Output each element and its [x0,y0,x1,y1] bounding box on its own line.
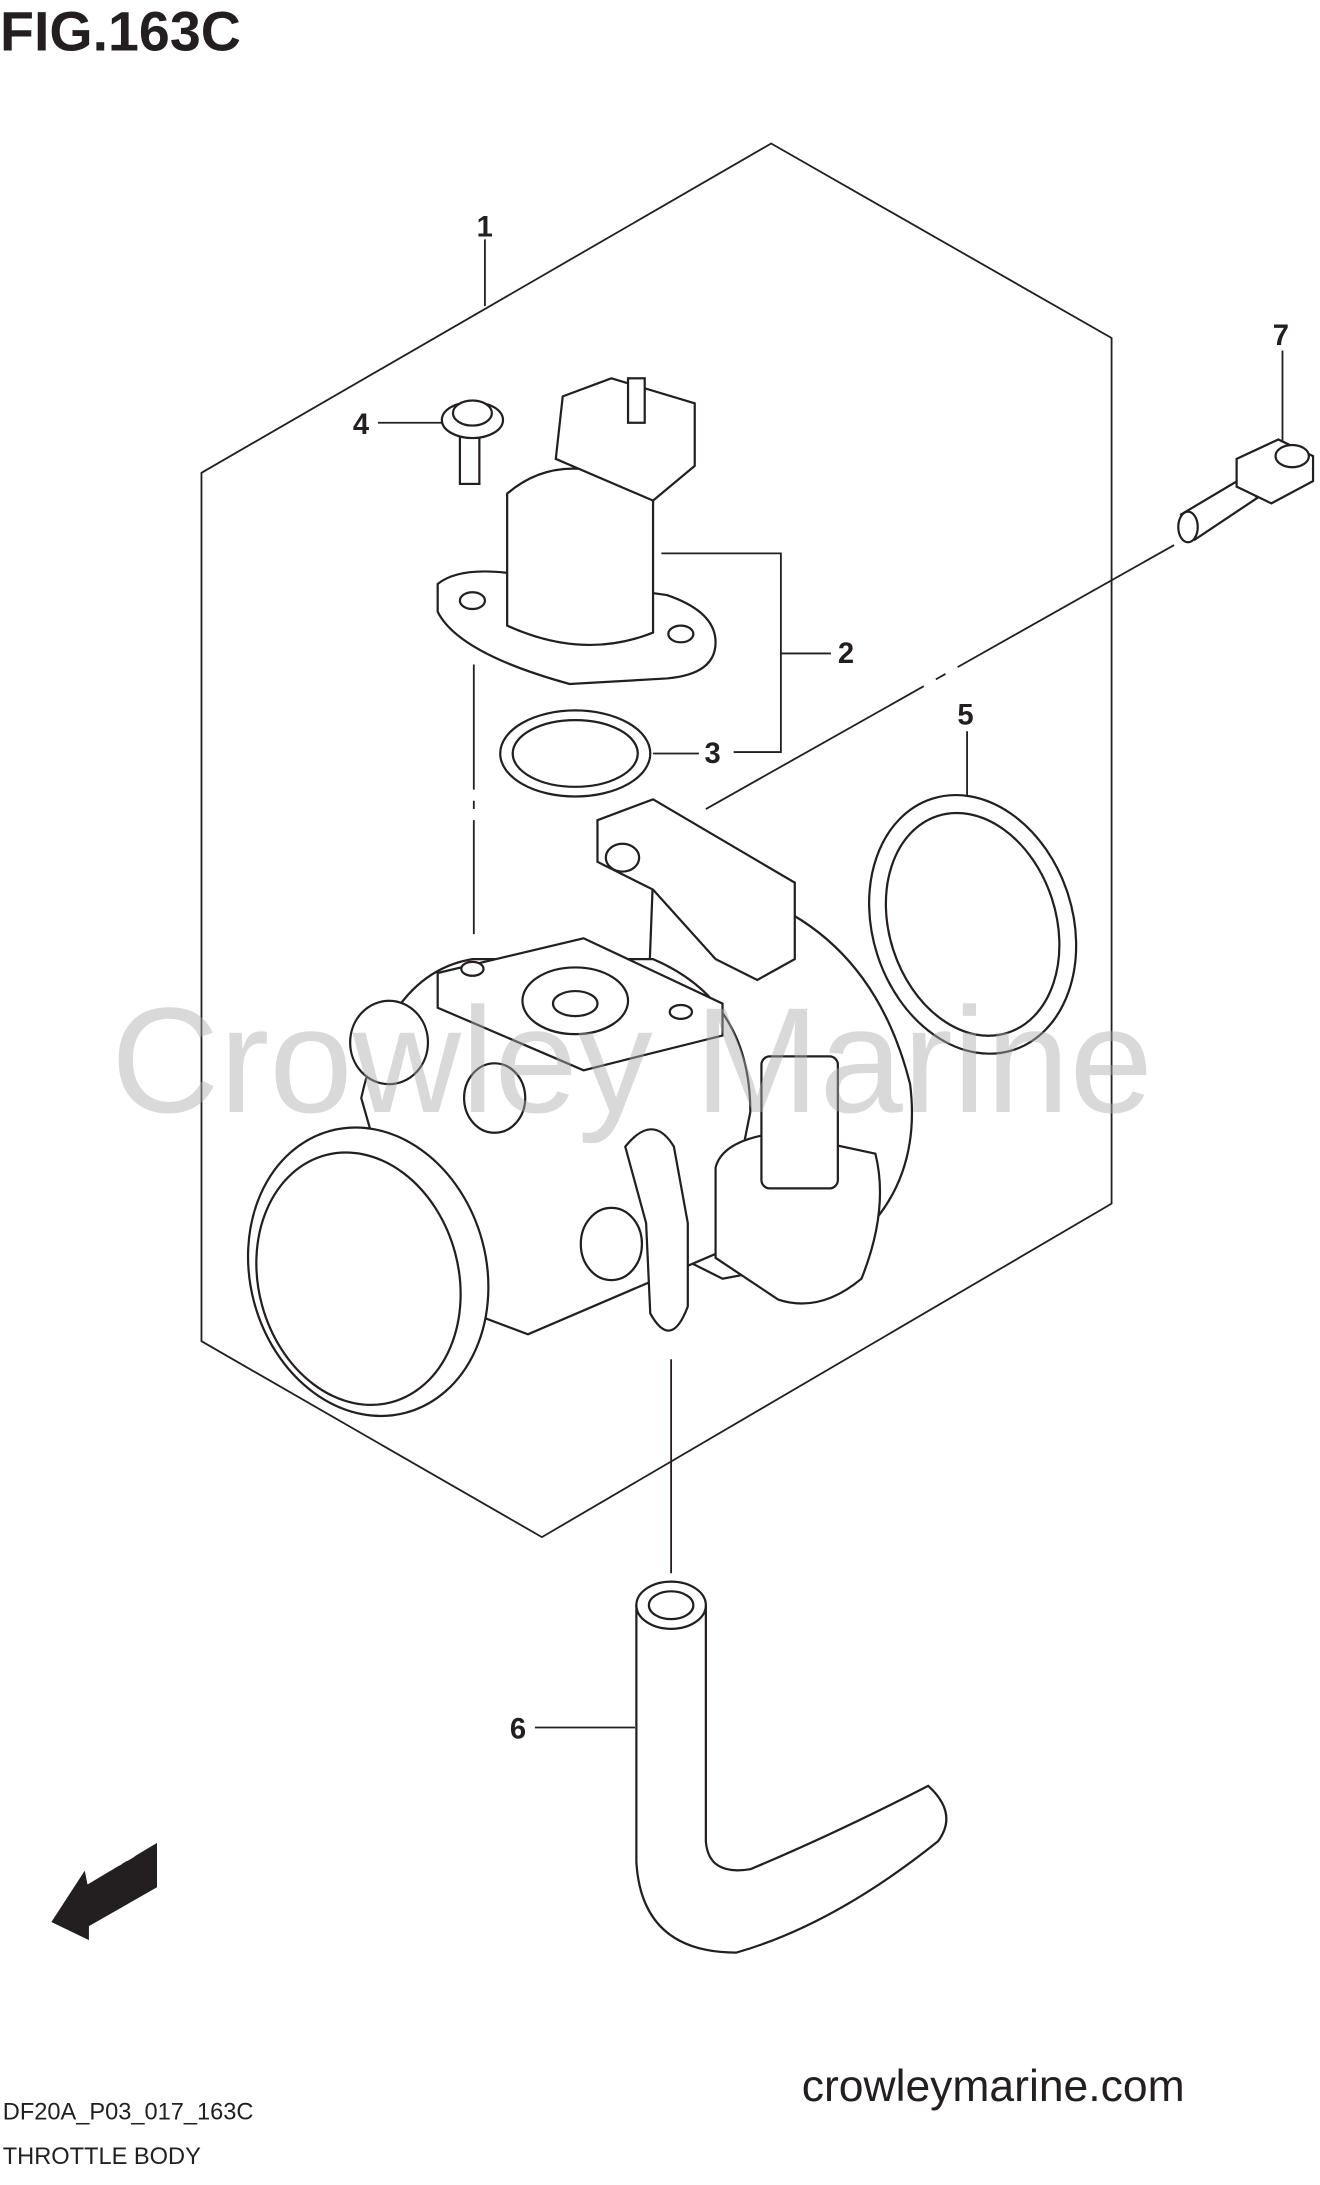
callout-2: 2 [838,638,854,670]
part-1-throttle-body [246,798,914,1418]
callout-1: 1 [477,212,493,244]
figure-code: DF20A_P03_017_163C [3,2099,254,2125]
part-4-screw [440,399,505,486]
part-5-o-ring [867,793,1078,1055]
part-2-sensor [436,377,717,686]
part-7-bolt [1177,438,1315,544]
assembly-outline [200,142,1113,1539]
figure-name: THROTTLE BODY [3,2144,201,2170]
fwd-arrow [51,1842,158,1941]
website-label: crowleymarine.com [802,2062,1185,2111]
leader-lines [377,239,1284,1729]
callout-3: 3 [704,738,720,770]
callout-6: 6 [510,1714,526,1746]
figure-title: FIG.163C [0,0,241,62]
callout-4: 4 [353,409,370,441]
callout-5: 5 [957,699,973,731]
callout-7: 7 [1273,320,1289,352]
part-6-hose [635,1580,948,1954]
part-3-o-ring [499,709,652,798]
